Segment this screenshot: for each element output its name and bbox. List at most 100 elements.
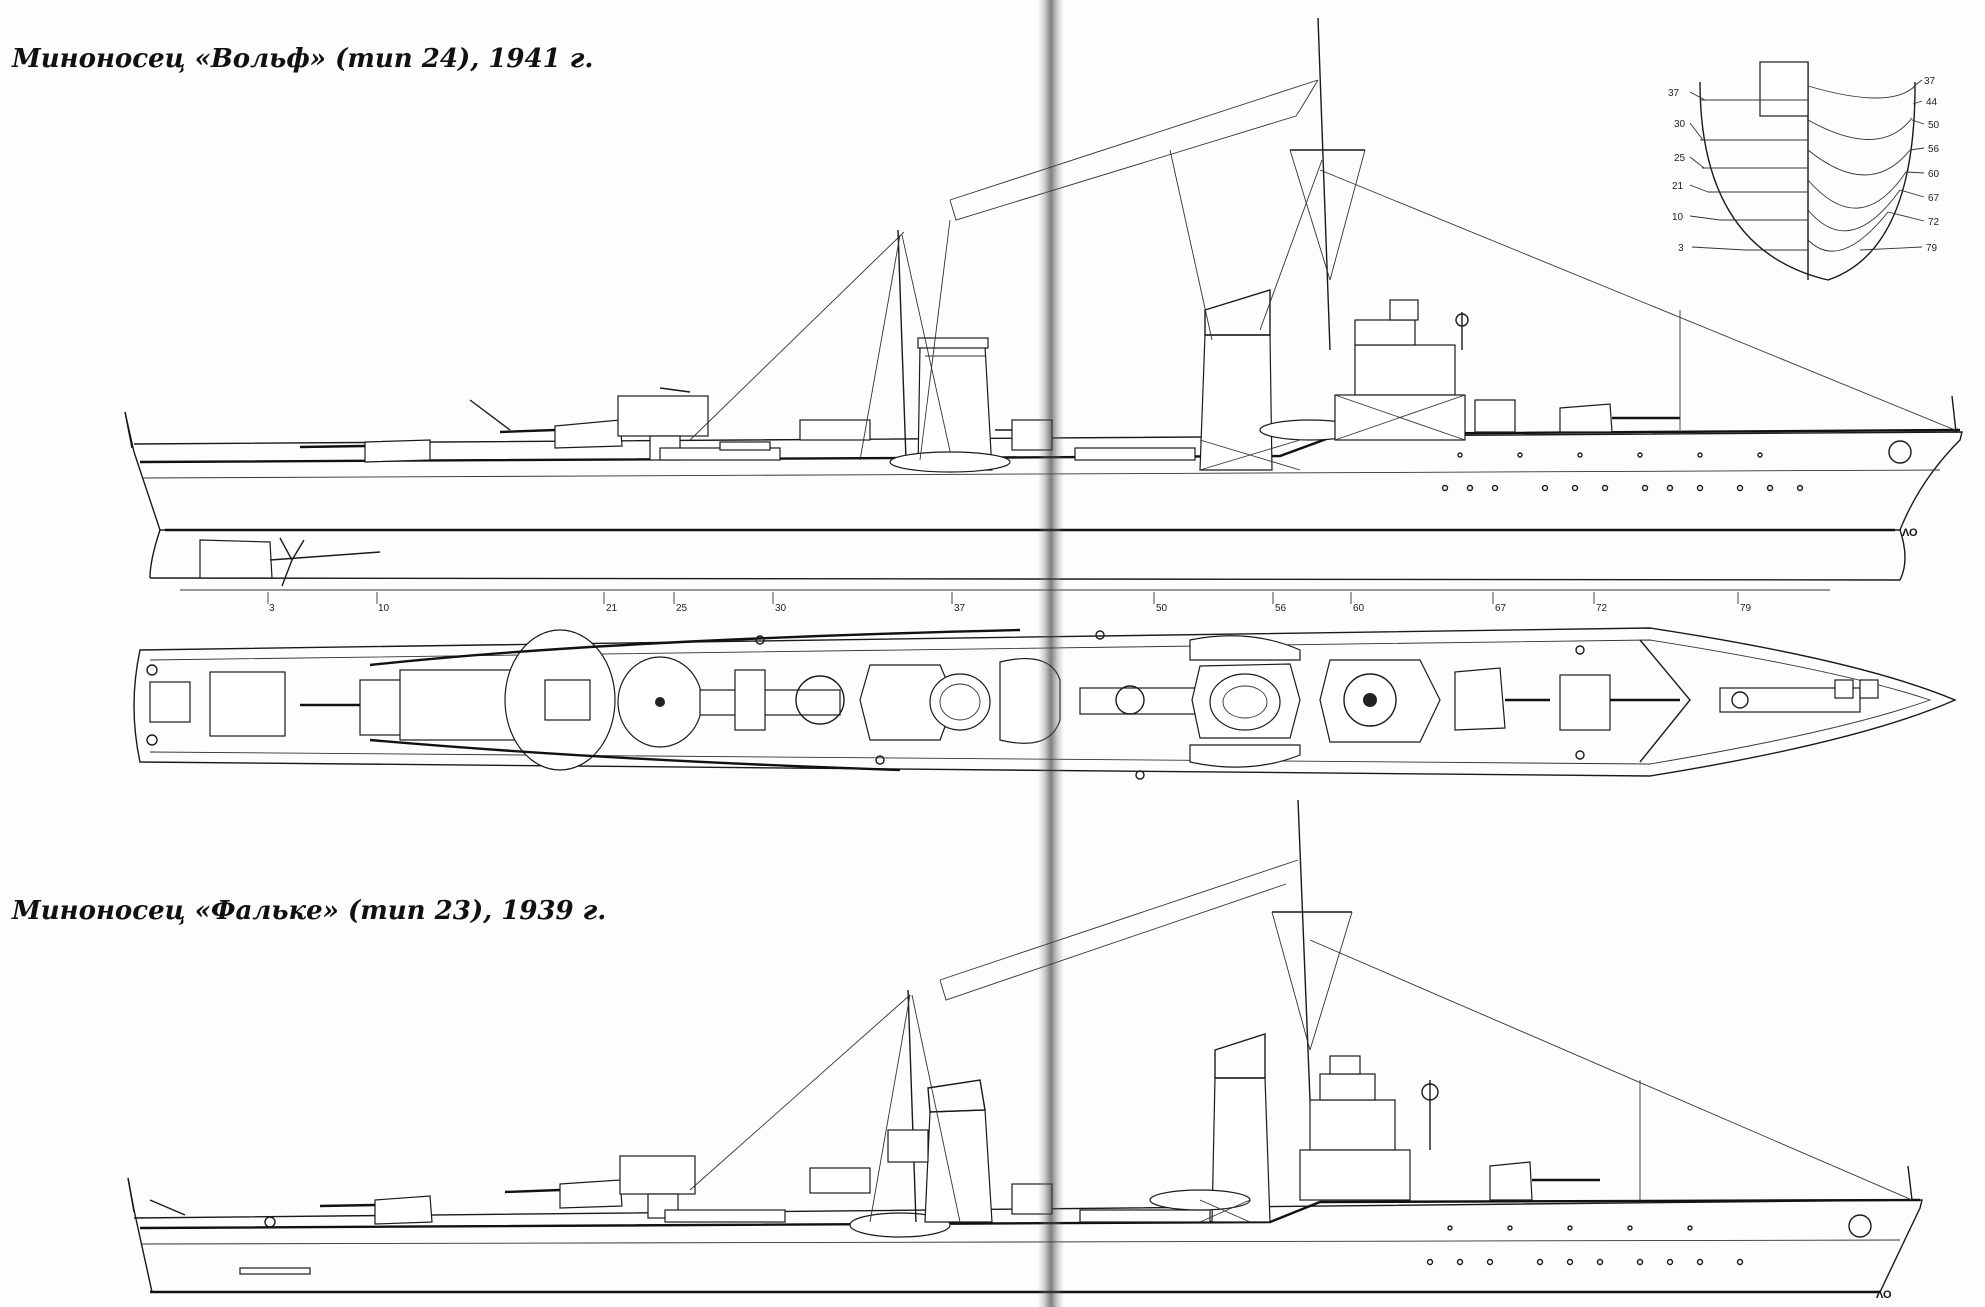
- body-plan-label: 30: [1674, 119, 1686, 130]
- wolf-plan-gun-1: [359, 679, 406, 736]
- wolf-stern-curve: [149, 529, 161, 579]
- falke-gun-stern: [319, 1195, 433, 1225]
- body-plan-label: 21: [1672, 181, 1684, 192]
- wolf-plan-searchlight: [734, 669, 766, 731]
- falke-gun-fwd: [1489, 1161, 1600, 1201]
- falke-sheer-line: [141, 1239, 1901, 1245]
- body-plan-label: 79: [1926, 243, 1938, 254]
- body-plan-label: 37: [1668, 88, 1680, 99]
- falke-torpedo-tubes-aft: [664, 1209, 786, 1223]
- wolf-plan-torpedo-tubes-aft: [699, 689, 841, 716]
- wolf-plan-aft-funnel: [859, 664, 956, 741]
- wolf-plan-mine-rail-port: [369, 628, 1021, 667]
- falke-gun-midships: [1011, 1183, 1053, 1215]
- wolf-drawing-title: Миноносец «Вольф» (тип 24), 1941 г.: [12, 44, 594, 74]
- wolf-aft-mast: [859, 229, 953, 461]
- wolf-torpedo-tubes-aft: [659, 441, 781, 461]
- wolf-plan-bridge: [1319, 659, 1441, 743]
- falke-aft-mast: [869, 989, 961, 1223]
- falke-waterline-label: ΛΟ: [1876, 1289, 1892, 1301]
- frame-mark: 67: [1495, 603, 1507, 614]
- wolf-gun-midships: [995, 419, 1053, 451]
- wolf-boat-midships: [889, 451, 1011, 473]
- frame-mark: 60: [1353, 603, 1365, 614]
- body-plan-label: 10: [1672, 212, 1684, 223]
- wolf-plan-view: [133, 627, 1957, 780]
- wolf-jack-staff: [1951, 395, 1957, 433]
- falke-crane-fwd: [1421, 1080, 1439, 1150]
- wolf-propeller: [279, 537, 305, 587]
- frame-mark: 21: [606, 603, 618, 614]
- wolf-plan-aft-funnel-top: [929, 673, 991, 731]
- body-plan-label: 72: [1928, 217, 1940, 228]
- body-plan-label: 56: [1928, 144, 1940, 155]
- body-plan-superstructure: [1759, 61, 1809, 117]
- falke-side-profile: [127, 799, 1923, 1294]
- falke-jack-staff: [1907, 1165, 1913, 1201]
- wolf-plan-aft-house: [399, 669, 521, 741]
- frame-mark: 50: [1156, 603, 1168, 614]
- frame-mark: 72: [1596, 603, 1608, 614]
- wolf-plan-inner-edge: [149, 639, 1932, 765]
- wolf-rudder: [199, 539, 273, 579]
- falke-rigging: [689, 859, 1913, 1201]
- wolf-gun-fwd: [1474, 399, 1680, 433]
- wolf-plan-stern-capstan-2: [146, 734, 158, 746]
- falke-gun-aft-2: [504, 1179, 623, 1209]
- wolf-plan-mount-midships: [1115, 685, 1145, 715]
- wolf-plan-boat-fwd-stbd: [1189, 744, 1301, 768]
- wolf-plan-stern-capstan: [146, 664, 158, 676]
- wolf-plan-boat-aft: [999, 658, 1061, 744]
- falke-fore-mast: [1271, 799, 1353, 1101]
- wolf-plan-deck-outline: [133, 627, 1957, 777]
- falke-bridge: [1199, 1055, 1411, 1223]
- wolf-plan-stern-house: [149, 681, 191, 723]
- falke-searchlight-platform: [809, 1167, 871, 1194]
- wolf-sheer-line: [141, 469, 1941, 479]
- falke-deck-line: [139, 1198, 1921, 1230]
- wolf-body-plan: 37 30 25 21 10 3 37 44 50 56 60 67 72 79: [1668, 61, 1940, 281]
- wolf-side-profile: [124, 17, 1963, 591]
- wolf-propeller-shaft: [269, 551, 381, 561]
- body-plan-label: 50: [1928, 120, 1940, 131]
- body-plan-label: 67: [1928, 193, 1940, 204]
- falke-aa-platform-aft: [619, 1155, 696, 1219]
- body-plan-label: 60: [1928, 169, 1940, 180]
- wolf-bridge: [1199, 299, 1466, 471]
- wolf-plan-boat-fwd-port: [1189, 635, 1301, 661]
- wolf-plan-stern-gun: [209, 671, 286, 737]
- wolf-waterline-label: ΛΟ: [1902, 527, 1918, 539]
- frame-mark: 3: [269, 603, 275, 614]
- falke-drawing-title: Миноносец «Фальке» (тип 23), 1939 г.: [12, 896, 607, 926]
- falke-anchor-icon: [1848, 1214, 1872, 1238]
- frame-mark: 25: [676, 603, 688, 614]
- falke-torpedo-tubes-fwd: [1079, 1209, 1211, 1223]
- wolf-rigging: [689, 79, 1956, 461]
- wolf-fore-funnel: [1199, 289, 1273, 471]
- frame-mark: 56: [1275, 603, 1287, 614]
- wolf-ensign-staff: [124, 411, 133, 449]
- frame-mark: 30: [775, 603, 787, 614]
- falke-scuttles: [1426, 1225, 1744, 1266]
- wolf-searchlight-platform: [799, 419, 871, 441]
- frame-mark: 79: [1740, 603, 1752, 614]
- body-plan-label: 44: [1926, 97, 1938, 108]
- wolf-plan-mount-aft: [795, 675, 845, 725]
- wolf-anchor-icon: [1888, 440, 1912, 464]
- wolf-plan-mine-rail-stbd: [369, 738, 901, 772]
- wolf-gun-aft-2: [469, 399, 623, 449]
- body-plan-label: 3: [1678, 243, 1684, 254]
- falke-fore-funnel: [1211, 1033, 1271, 1223]
- falke-aft-funnel: [924, 1079, 993, 1223]
- wolf-torpedo-tubes-fwd: [1074, 447, 1196, 461]
- frame-mark: 37: [954, 603, 966, 614]
- wolf-plan-gun-4: [1559, 674, 1611, 731]
- falke-stern-gear: [149, 1199, 311, 1275]
- body-plan-outline: [1699, 81, 1916, 281]
- falke-ensign-staff: [127, 1177, 135, 1213]
- wolf-keel-line: [149, 577, 1901, 581]
- wolf-plan-breakwater: [1639, 639, 1691, 763]
- body-plan-right-labels: 37 44 50 56 60 67 72 79: [1924, 76, 1940, 254]
- wolf-gun-stern: [299, 439, 431, 463]
